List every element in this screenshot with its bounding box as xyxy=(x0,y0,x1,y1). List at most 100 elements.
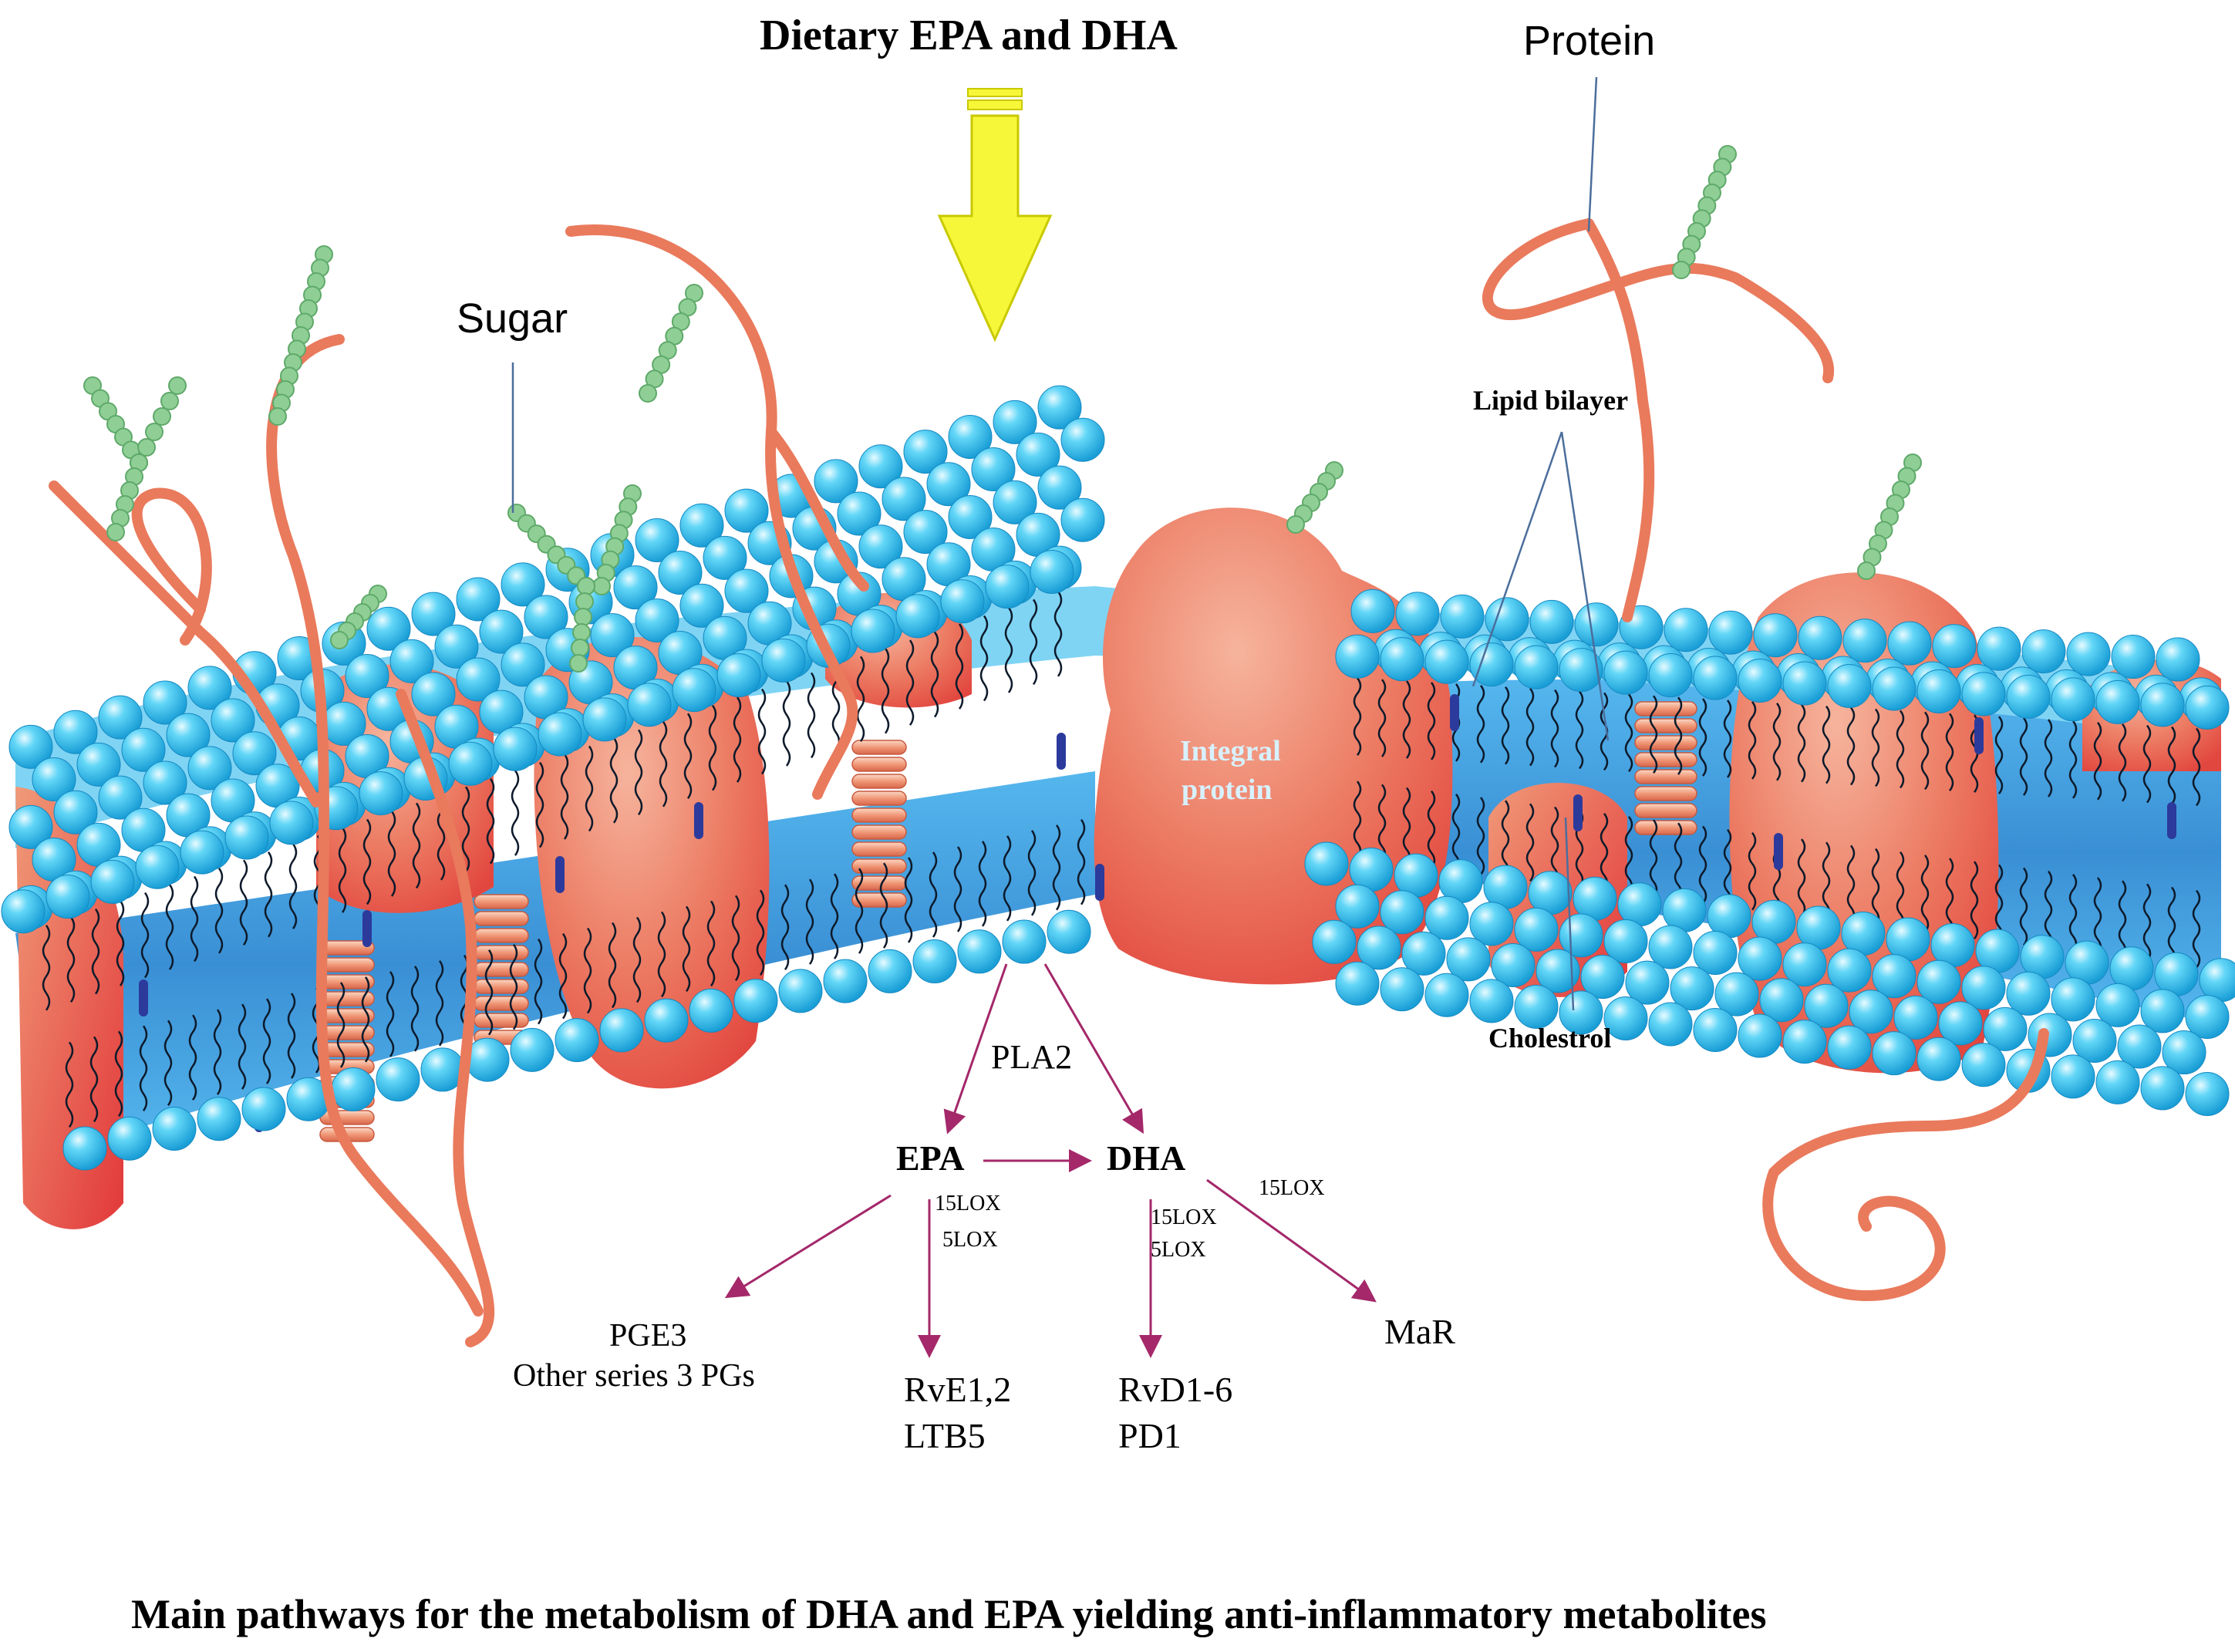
lipid-tail xyxy=(1027,830,1037,916)
rvd-label: RvD1-6 xyxy=(1118,1370,1233,1409)
phospholipid-head xyxy=(2051,1054,2095,1099)
lipid-tail xyxy=(1624,816,1633,895)
lipid-tail xyxy=(1920,855,1930,933)
phospholipid-head xyxy=(143,680,187,725)
cholesterol-peg xyxy=(362,910,372,947)
phospholipid-head xyxy=(224,815,269,860)
sugar-label: Sugar xyxy=(457,295,568,342)
phospholipid-head xyxy=(2185,685,2230,730)
sugar-unit xyxy=(153,407,171,426)
figure-caption: Main pathways for the metabolism of DHA … xyxy=(131,1591,1767,1637)
lipid-tail xyxy=(238,1003,247,1090)
lipid-tail xyxy=(830,873,839,959)
lipid-tail xyxy=(1896,710,1905,789)
lipid-tail xyxy=(89,1036,99,1123)
lipid-tail xyxy=(1797,703,1806,783)
phospholipid-head xyxy=(1753,613,1798,658)
helix-turn xyxy=(319,957,375,973)
phospholipid-head xyxy=(814,459,858,504)
phospholipid-head xyxy=(2162,1030,2206,1075)
strand-2 xyxy=(131,487,212,646)
strand-9 xyxy=(1762,1028,2049,1302)
dha-label: DHA xyxy=(1107,1138,1186,1178)
phospholipid-head xyxy=(582,697,627,742)
helix-turn xyxy=(474,894,529,909)
phospholipid-head xyxy=(1016,432,1060,477)
phospholipid-head xyxy=(1047,909,1091,954)
lipid-tail xyxy=(1402,680,1411,759)
phospholipid-head xyxy=(1693,656,1738,700)
lipid-tail xyxy=(1525,687,1535,767)
phospholipid-head xyxy=(2185,1071,2230,1116)
phospholipid-head xyxy=(1514,907,1559,952)
phospholipid-head xyxy=(2072,1018,2117,1063)
phospholipid-head xyxy=(1983,1006,2028,1051)
mar-15lox-label: 15LOX xyxy=(1259,1176,1325,1200)
lipid-tail xyxy=(361,976,370,1063)
phospholipid-head xyxy=(1380,890,1424,935)
sugar-unit xyxy=(577,577,595,595)
sugar-chains xyxy=(83,145,1922,673)
phospholipid-head xyxy=(434,624,479,669)
lipid-tail xyxy=(731,895,740,982)
lipid-tail xyxy=(1077,819,1086,905)
lipid-tail xyxy=(2167,886,2176,966)
protein-leader xyxy=(1587,76,1598,232)
phospholipid-head xyxy=(1782,942,1827,987)
lipid-tail xyxy=(165,884,174,970)
phospholipid-head xyxy=(187,746,232,791)
lipid-tail xyxy=(1871,848,1880,927)
phospholipid-head xyxy=(1,889,46,934)
lipid-tail xyxy=(583,927,592,1014)
phospholipid-head xyxy=(599,1008,644,1053)
lipid-tail xyxy=(953,846,962,932)
phospholipid-head xyxy=(2066,632,2111,676)
phospholipid-head xyxy=(882,477,926,521)
phospholipid-head xyxy=(1648,925,1693,969)
integral-protein-label-line1: Integral xyxy=(1180,735,1281,767)
phospholipid-head xyxy=(98,775,143,820)
lipid-tail xyxy=(905,639,915,726)
phospholipid-head xyxy=(903,510,948,555)
lipid-tail xyxy=(91,908,100,995)
helix-turn xyxy=(1634,735,1697,750)
helix-turn xyxy=(851,740,907,755)
helix-turn xyxy=(851,791,907,806)
lipid-tail xyxy=(1451,794,1461,872)
phospholipid-head xyxy=(2051,677,2095,722)
phospholipid-head xyxy=(2051,977,2095,1022)
lipid-tail xyxy=(1053,591,1063,677)
phospholipid-head xyxy=(2095,983,2140,1027)
phospholipid-head xyxy=(1916,1037,1961,1081)
phospholipid-head xyxy=(1648,1002,1693,1047)
lipid-tail xyxy=(214,868,224,954)
sugar-unit xyxy=(569,654,588,673)
phospholipid-head xyxy=(627,683,672,727)
phospholipid-head xyxy=(1738,659,1782,703)
lipid-tail xyxy=(114,1030,123,1118)
lipid-tail xyxy=(1723,700,1732,778)
phospholipid-head xyxy=(1559,990,1603,1035)
helix-turn xyxy=(851,774,907,789)
sugar-unit xyxy=(160,392,179,410)
phospholipid-head xyxy=(1002,919,1047,964)
lipid-tail xyxy=(264,851,273,938)
phospholipid-head xyxy=(1738,936,1782,981)
phospholipid-head xyxy=(837,491,882,536)
phospholipid-head xyxy=(555,1018,599,1063)
phospholipid-head xyxy=(1395,592,1440,636)
phospholipid-head xyxy=(1849,990,1893,1034)
phospholipid-head xyxy=(331,1067,376,1111)
phospholipid-head xyxy=(912,939,957,984)
sugar-unit xyxy=(137,438,156,457)
phospholipid-head xyxy=(1664,608,1708,652)
lipid-tail xyxy=(585,745,594,832)
phospholipid-head xyxy=(1424,973,1469,1017)
phospholipid-head xyxy=(1559,648,1603,693)
lipid-tail xyxy=(239,859,248,946)
phospholipid-head xyxy=(166,713,211,757)
lipid-tail xyxy=(1797,838,1806,917)
lipid-tail xyxy=(632,916,642,1003)
phospholipid-head xyxy=(501,562,545,607)
